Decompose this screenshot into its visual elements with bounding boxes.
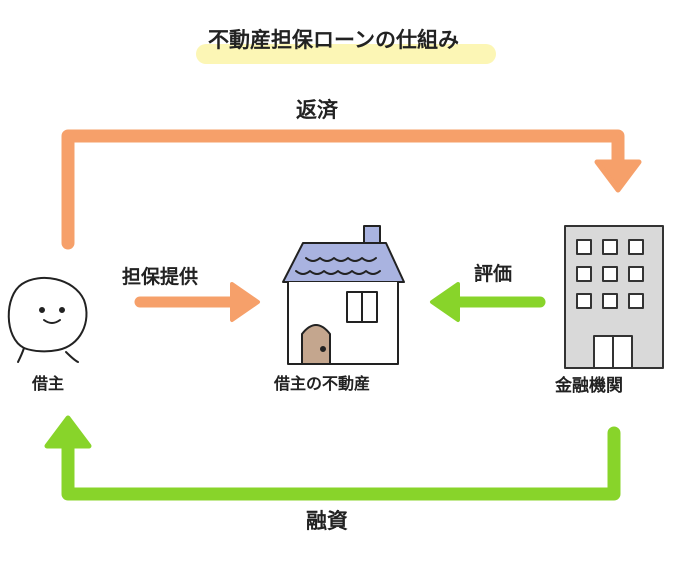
- property-label: 借主の不動産: [274, 374, 371, 393]
- loan-label: 融資: [306, 509, 348, 533]
- repayment-arrow: [61, 129, 642, 250]
- title-highlight: [196, 44, 496, 64]
- house-icon: [282, 225, 405, 365]
- collateral-arrow: [134, 282, 260, 322]
- bank-building-icon: [564, 225, 664, 369]
- loan-arrow: [44, 415, 621, 501]
- collateral-label: 担保提供: [122, 266, 199, 288]
- borrower-label: 借主: [32, 374, 65, 393]
- evaluation-arrow: [430, 282, 546, 322]
- evaluation-label: 評価: [474, 263, 513, 285]
- bank-label: 金融機関: [555, 376, 623, 396]
- borrower-icon: [7, 276, 88, 363]
- diagram-title: 不動産担保ローンの仕組み: [208, 28, 459, 52]
- repayment-label: 返済: [296, 98, 338, 122]
